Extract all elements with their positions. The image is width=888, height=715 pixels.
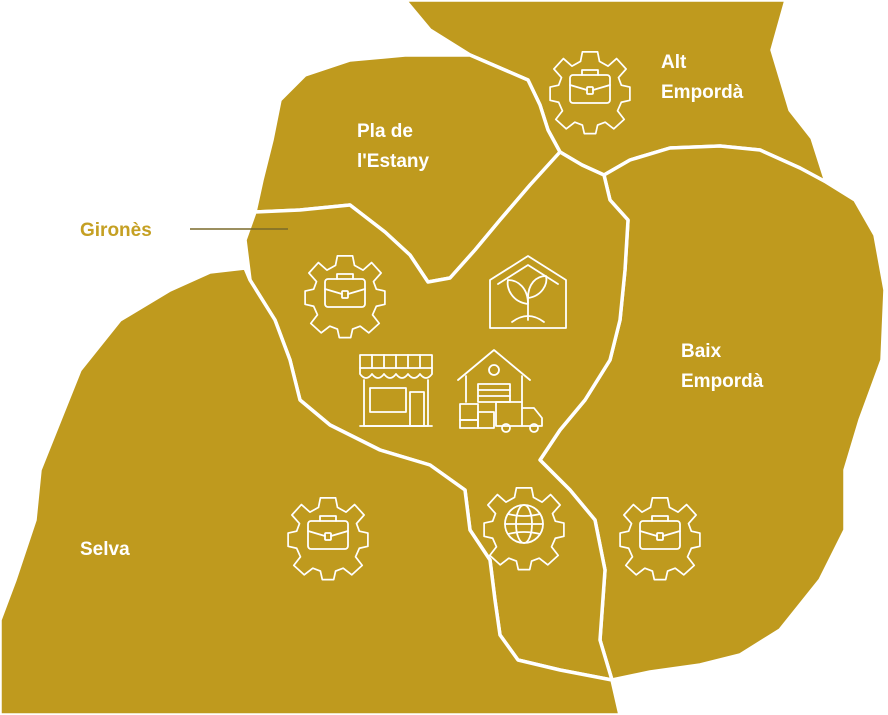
- greenhouse-plant-icon: [489, 255, 567, 329]
- alt-emporda-label-line1: Alt: [661, 52, 687, 73]
- warehouse-truck-icon: [457, 349, 543, 433]
- baix-emporda-label-line2: Empordà: [681, 371, 764, 392]
- alt-emporda-label-line2: Empordà: [661, 82, 744, 103]
- baix-emporda-label-line1: Baix: [681, 341, 722, 362]
- selva-label: Selva: [80, 539, 130, 560]
- gear-globe-icon: [483, 486, 565, 571]
- region-selva[interactable]: [0, 266, 622, 715]
- girones-label: Gironès: [80, 220, 152, 241]
- pla-estany-label-line2: l'Estany: [357, 151, 430, 172]
- shop-icon: [359, 354, 433, 427]
- pla-estany-label-line1: Pla de: [357, 121, 413, 142]
